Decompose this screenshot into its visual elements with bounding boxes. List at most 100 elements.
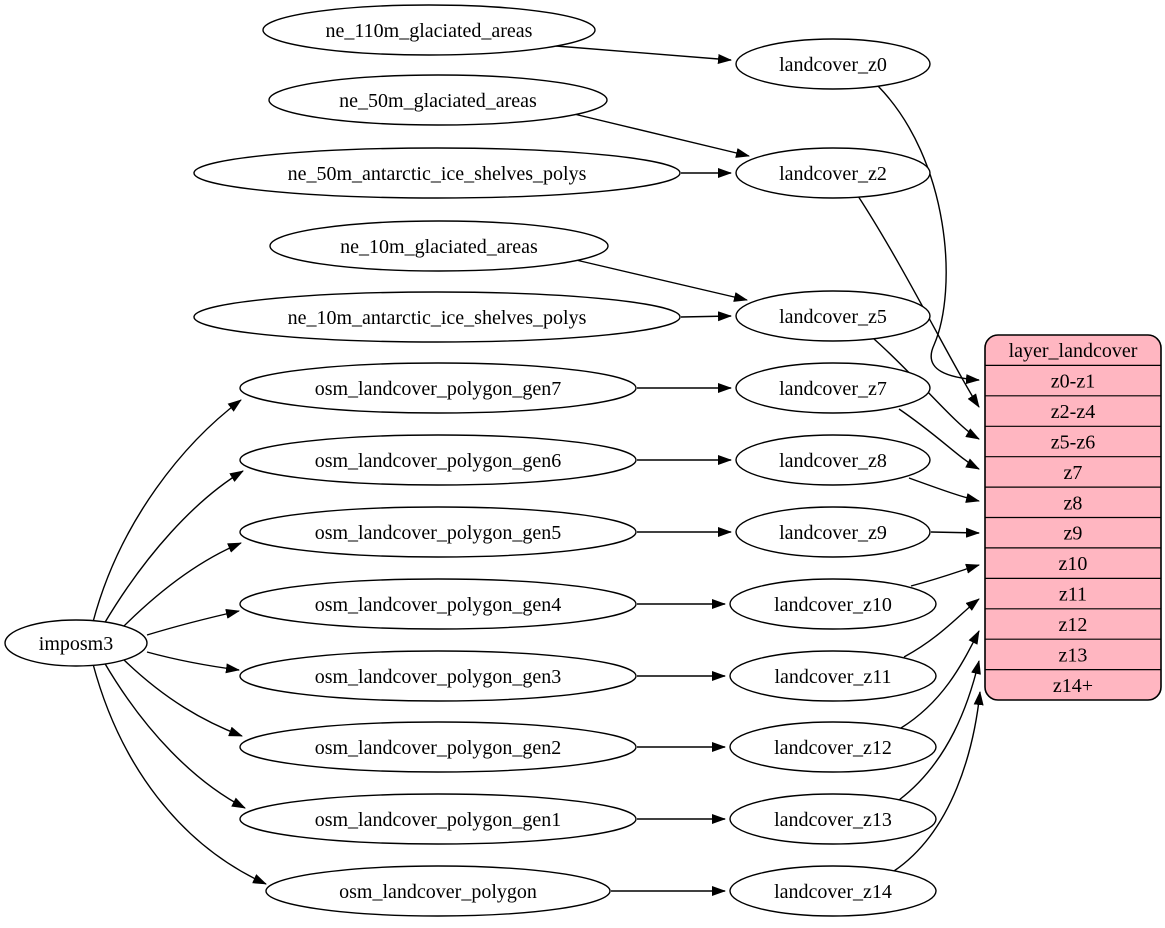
table-ellipse (729, 793, 937, 845)
source-ellipse (239, 362, 637, 414)
edge-z14-to-row-z14 (893, 691, 984, 872)
edge-imposm3-to-gen6 (103, 470, 244, 625)
imposm3-label: imposm3 (39, 633, 113, 655)
edge-z5-to-row-z5z6 (873, 338, 980, 440)
edge-z11-to-row-z11 (903, 598, 980, 658)
node-landcover-z0: landcover_z0 (735, 38, 931, 90)
source-ellipse (265, 865, 611, 917)
edge-z10-to-row-z10 (910, 563, 980, 587)
table-label: landcover_z13 (774, 809, 892, 831)
table-ellipse (729, 865, 937, 917)
source-ellipse (239, 650, 637, 702)
layer-row-z10: z10 (1059, 553, 1088, 575)
node-osm-landcover-polygon-gen5: osm_landcover_polygon_gen5 (239, 506, 637, 558)
node-osm-landcover-polygon: osm_landcover_polygon (265, 865, 611, 917)
layer-row-z13: z13 (1059, 644, 1088, 666)
edge-ne50m-glaciated-to-z2 (573, 113, 750, 158)
node-osm-landcover-polygon-gen1: osm_landcover_polygon_gen1 (239, 793, 637, 845)
layer-row-z0-z1: z0-z1 (1051, 371, 1095, 393)
node-landcover-z11: landcover_z11 (729, 650, 937, 702)
table-label: landcover_z7 (779, 378, 887, 400)
node-osm-landcover-polygon-gen2: osm_landcover_polygon_gen2 (239, 721, 637, 773)
source-ellipse (262, 4, 596, 56)
source-label: ne_110m_glaciated_areas (326, 20, 533, 42)
node-layer-landcover: layer_landcover z0-z1 z2-z4 z5-z6 z7 z8 … (984, 334, 1162, 701)
edge-z7-to-row-z7 (898, 408, 980, 470)
node-ne-10m-antarctic-ice-shelves-polys: ne_10m_antarctic_ice_shelves_polys (193, 291, 681, 343)
table-ellipse (735, 506, 931, 558)
node-landcover-z14: landcover_z14 (729, 865, 937, 917)
layer-row-z8: z8 (1064, 492, 1083, 514)
node-landcover-z13: landcover_z13 (729, 793, 937, 845)
source-label: ne_50m_antarctic_ice_shelves_polys (288, 163, 587, 185)
source-label: ne_10m_antarctic_ice_shelves_polys (288, 307, 587, 329)
node-ne-50m-glaciated-areas: ne_50m_glaciated_areas (268, 74, 608, 126)
source-label: osm_landcover_polygon_gen4 (315, 594, 562, 616)
source-label: osm_landcover_polygon_gen7 (315, 378, 562, 400)
layer-row-z9: z9 (1064, 523, 1083, 545)
node-osm-landcover-polygon-gen4: osm_landcover_polygon_gen4 (239, 578, 637, 630)
node-osm-landcover-polygon-gen3: osm_landcover_polygon_gen3 (239, 650, 637, 702)
source-label: osm_landcover_polygon_gen1 (315, 809, 562, 831)
edge-z0-to-row-z0z1 (877, 85, 980, 385)
table-label: landcover_z5 (779, 306, 887, 328)
table-label: landcover_z10 (774, 594, 892, 616)
edge-z9-to-row-z9 (930, 527, 980, 538)
layer-row-z11: z11 (1059, 584, 1087, 606)
node-ne-50m-antarctic-ice-shelves-polys: ne_50m_antarctic_ice_shelves_polys (193, 147, 681, 199)
node-osm-landcover-polygon-gen6: osm_landcover_polygon_gen6 (239, 434, 637, 486)
source-ellipse (268, 74, 608, 126)
source-label: osm_landcover_polygon_gen5 (315, 522, 562, 544)
edge-imposm3-to-gen1 (103, 661, 246, 809)
table-ellipse (735, 38, 931, 90)
table-label: landcover_z12 (774, 737, 892, 759)
edge-imposm3-to-gen3 (146, 651, 240, 674)
source-label: ne_10m_glaciated_areas (340, 236, 538, 258)
table-ellipse (735, 362, 931, 414)
source-ellipse (239, 793, 637, 845)
edge-ne10m-antarctic-to-z5 (680, 311, 732, 322)
source-ellipse (239, 578, 637, 630)
node-landcover-z12: landcover_z12 (729, 721, 937, 773)
edge-imposm3-to-gen4 (146, 608, 240, 636)
table-ellipse (735, 290, 931, 342)
layer-row-z7: z7 (1064, 462, 1083, 484)
node-landcover-z10: landcover_z10 (729, 578, 937, 630)
node-landcover-z8: landcover_z8 (735, 434, 931, 486)
source-ellipse (193, 291, 681, 343)
imposm3-ellipse (4, 619, 148, 667)
table-label: landcover_z11 (775, 666, 892, 688)
table-ellipse (735, 434, 931, 486)
node-landcover-z9: landcover_z9 (735, 506, 931, 558)
source-label: osm_landcover_polygon_gen6 (315, 450, 562, 472)
node-imposm3: imposm3 (4, 619, 148, 667)
edge-z8-to-row-z8 (908, 477, 980, 503)
edge-ne110m-to-z0 (555, 45, 732, 64)
table-label: landcover_z0 (779, 54, 887, 76)
edge-z12-to-row-z12 (900, 630, 980, 729)
edge-imposm3-to-gen5 (121, 542, 242, 629)
node-landcover-z7: landcover_z7 (735, 362, 931, 414)
node-ne-10m-glaciated-areas: ne_10m_glaciated_areas (269, 220, 609, 272)
source-label: osm_landcover_polygon_gen2 (315, 737, 562, 759)
layer-row-z5-z6: z5-z6 (1051, 432, 1095, 454)
layer-row-z2-z4: z2-z4 (1051, 401, 1095, 423)
edge-z13-to-row-z13 (898, 660, 981, 801)
source-label: osm_landcover_polygon (339, 881, 537, 903)
node-landcover-z2: landcover_z2 (735, 147, 931, 199)
table-label: landcover_z8 (779, 450, 887, 472)
source-ellipse (269, 220, 609, 272)
node-osm-landcover-polygon-gen7: osm_landcover_polygon_gen7 (239, 362, 637, 414)
table-label: landcover_z9 (779, 522, 887, 544)
table-label: landcover_z14 (774, 881, 892, 903)
source-ellipse (239, 721, 637, 773)
edge-ne10m-glaciated-to-z5 (575, 259, 748, 302)
table-ellipse (729, 721, 937, 773)
edge-imposm3-to-polygon (92, 663, 267, 885)
layer-row-z12: z12 (1059, 614, 1088, 636)
source-ellipse (193, 147, 681, 199)
source-label: ne_50m_glaciated_areas (339, 90, 537, 112)
edge-imposm3-to-gen7 (92, 399, 242, 623)
